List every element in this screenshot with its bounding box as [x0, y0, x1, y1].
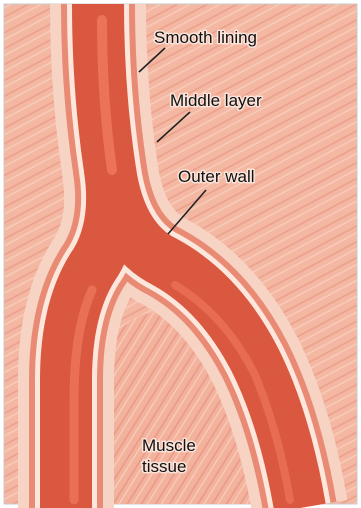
smooth-lining-label: Smooth lining [154, 28, 257, 47]
middle-layer-label: Middle layer [170, 91, 262, 110]
muscle-tissue-label-line2: tissue [142, 457, 186, 476]
muscle-tissue-label-line1: Muscle [142, 436, 196, 455]
outer-wall-label: Outer wall [178, 167, 255, 186]
